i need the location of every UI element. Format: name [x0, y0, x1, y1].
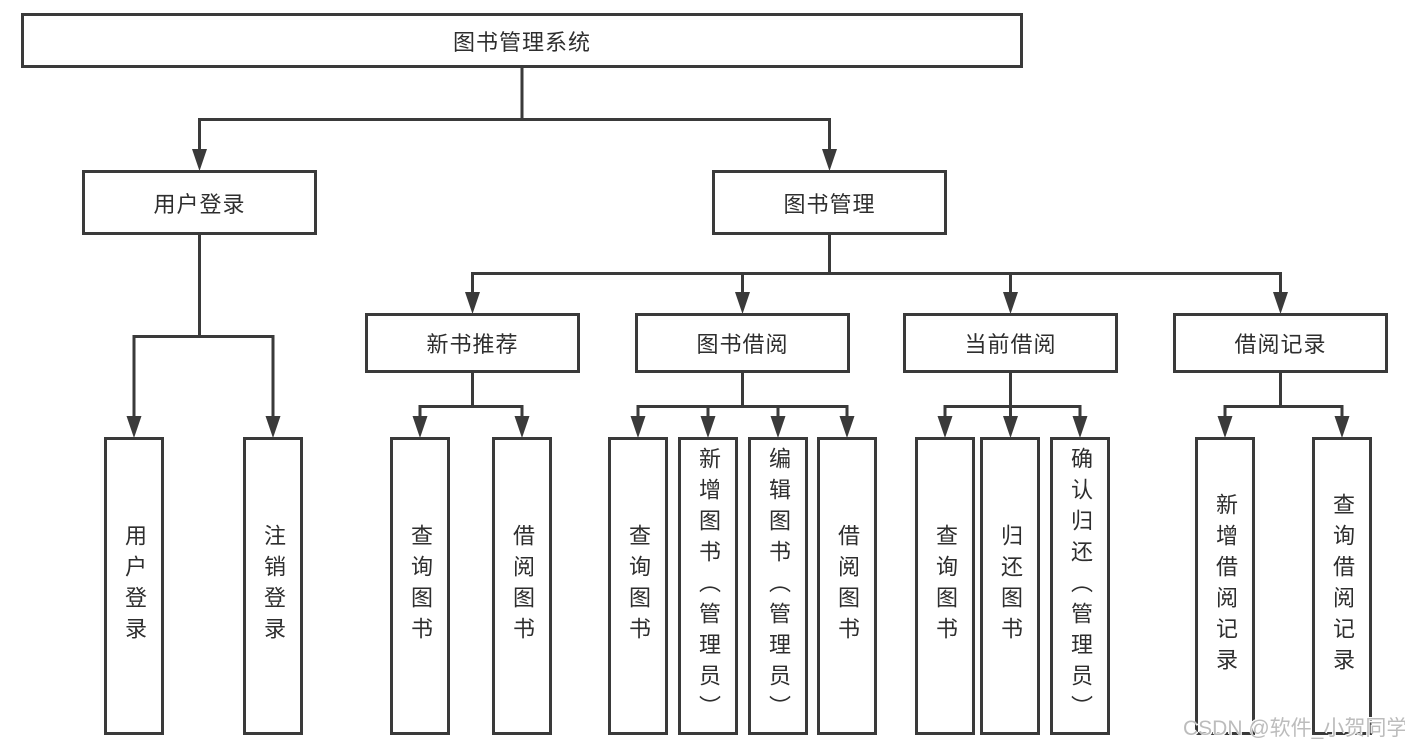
leaf-return-book: 归还图书 — [980, 437, 1040, 735]
node-borrow-record-label: 借阅记录 — [1234, 332, 1327, 357]
node-borrow-record: 借阅记录 — [1173, 313, 1388, 373]
node-book-management: 图书管理 — [712, 170, 947, 235]
leaf-add-borrow-record: 新增借阅记录 — [1195, 437, 1255, 735]
leaf-borrow-book-1: 借阅图书 — [492, 437, 552, 735]
node-new-book-recommend: 新书推荐 — [365, 313, 580, 373]
leaf-add-book-admin: 新增图书（管理员） — [678, 437, 738, 735]
leaf-query-book-2-label: 查询图书 — [626, 524, 651, 648]
node-book-management-label: 图书管理 — [783, 191, 876, 217]
leaf-query-book-3-label: 查询图书 — [933, 524, 958, 648]
leaf-edit-book-admin: 编辑图书（管理员） — [748, 437, 808, 735]
leaf-user-login: 用户登录 — [104, 437, 164, 735]
leaf-query-book-1: 查询图书 — [390, 437, 450, 735]
leaf-logout-label: 注销登录 — [261, 524, 286, 648]
leaf-logout: 注销登录 — [243, 437, 303, 735]
leaf-confirm-return-admin-label: 确认归还（管理员） — [1068, 446, 1093, 726]
leaf-borrow-book-2-label: 借阅图书 — [835, 524, 860, 648]
leaf-query-book-2: 查询图书 — [608, 437, 668, 735]
csdn-watermark: CSDN @软件_小贺同学 — [1183, 717, 1405, 740]
node-book-borrow-label: 图书借阅 — [696, 332, 789, 357]
leaf-query-book-3: 查询图书 — [915, 437, 975, 735]
node-new-book-recommend-label: 新书推荐 — [426, 332, 519, 357]
leaf-query-book-1-label: 查询图书 — [408, 524, 433, 648]
node-book-borrow: 图书借阅 — [635, 313, 850, 373]
leaf-query-borrow-record-label: 查询借阅记录 — [1330, 493, 1355, 679]
leaf-confirm-return-admin: 确认归还（管理员） — [1050, 437, 1110, 735]
leaf-borrow-book-2: 借阅图书 — [817, 437, 877, 735]
node-root-label: 图书管理系统 — [452, 29, 591, 55]
leaf-user-login-label: 用户登录 — [122, 524, 147, 648]
leaf-return-book-label: 归还图书 — [998, 524, 1023, 648]
leaf-add-book-admin-label: 新增图书（管理员） — [696, 446, 721, 726]
node-root-system: 图书管理系统 — [21, 13, 1023, 68]
node-user-login: 用户登录 — [82, 170, 317, 235]
leaf-edit-book-admin-label: 编辑图书（管理员） — [766, 446, 791, 726]
node-current-borrow-label: 当前借阅 — [964, 332, 1057, 357]
leaf-add-borrow-record-label: 新增借阅记录 — [1213, 493, 1238, 679]
node-user-login-label: 用户登录 — [153, 191, 246, 217]
leaf-borrow-book-1-label: 借阅图书 — [510, 524, 535, 648]
leaf-query-borrow-record: 查询借阅记录 — [1312, 437, 1372, 735]
node-current-borrow: 当前借阅 — [903, 313, 1118, 373]
